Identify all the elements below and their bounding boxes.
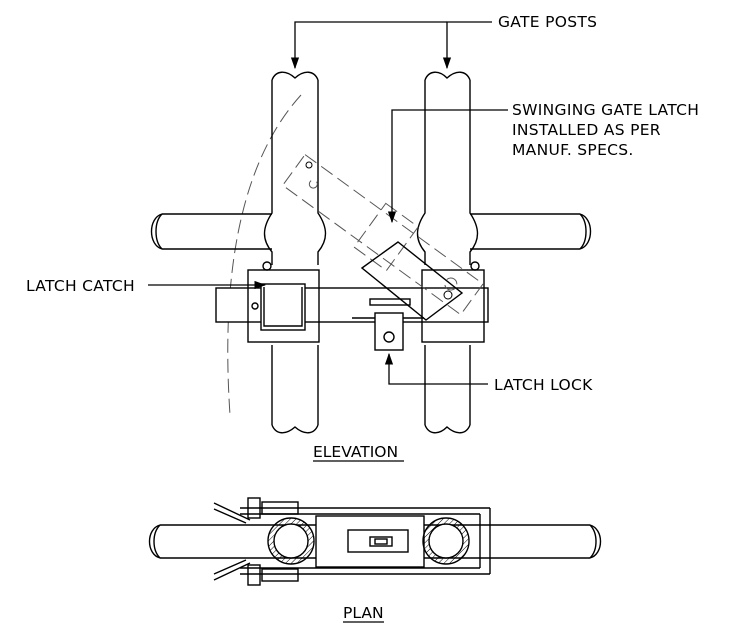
bolt-right [470,261,480,271]
plan-post-left [267,517,315,565]
latch-lock [352,298,424,351]
right-clamp [421,269,485,343]
gate-posts-label: GATE POSTS [498,13,597,31]
latch-catch [260,283,306,331]
gate-posts-leader-left [290,21,447,70]
plan-title: PLAN [343,604,384,622]
swinging-latch-leader [387,109,508,224]
right-rail [470,213,592,250]
latch-lock-label: LATCH LOCK [494,376,593,394]
swing-arc [227,94,302,416]
latch-bar-hole [251,302,259,310]
elevation-view [148,21,592,434]
left-rail [150,213,272,250]
left-clamp [247,269,320,343]
latch-lock-leader [384,352,488,385]
gate-posts-leader-right [442,21,492,70]
swinging-latch-label-line-1: SWINGING GATE LATCH [512,101,699,119]
left-gate-post [263,71,327,434]
right-gate-post [416,71,479,434]
plan-post-right [422,517,470,565]
swinging-latch-label-line-3: MANUF. SPECS. [512,141,634,159]
latch-bar [215,287,489,323]
bolt-left [262,261,272,271]
latch-catch-label: LATCH CATCH [26,277,135,295]
swinging-latch-plate [360,241,464,321]
plan-view [148,497,602,586]
swing-pivot-hole [305,161,313,169]
elevation-title: ELEVATION [313,443,398,461]
swinging-latch-label-line-2: INSTALLED AS PER [512,121,661,139]
